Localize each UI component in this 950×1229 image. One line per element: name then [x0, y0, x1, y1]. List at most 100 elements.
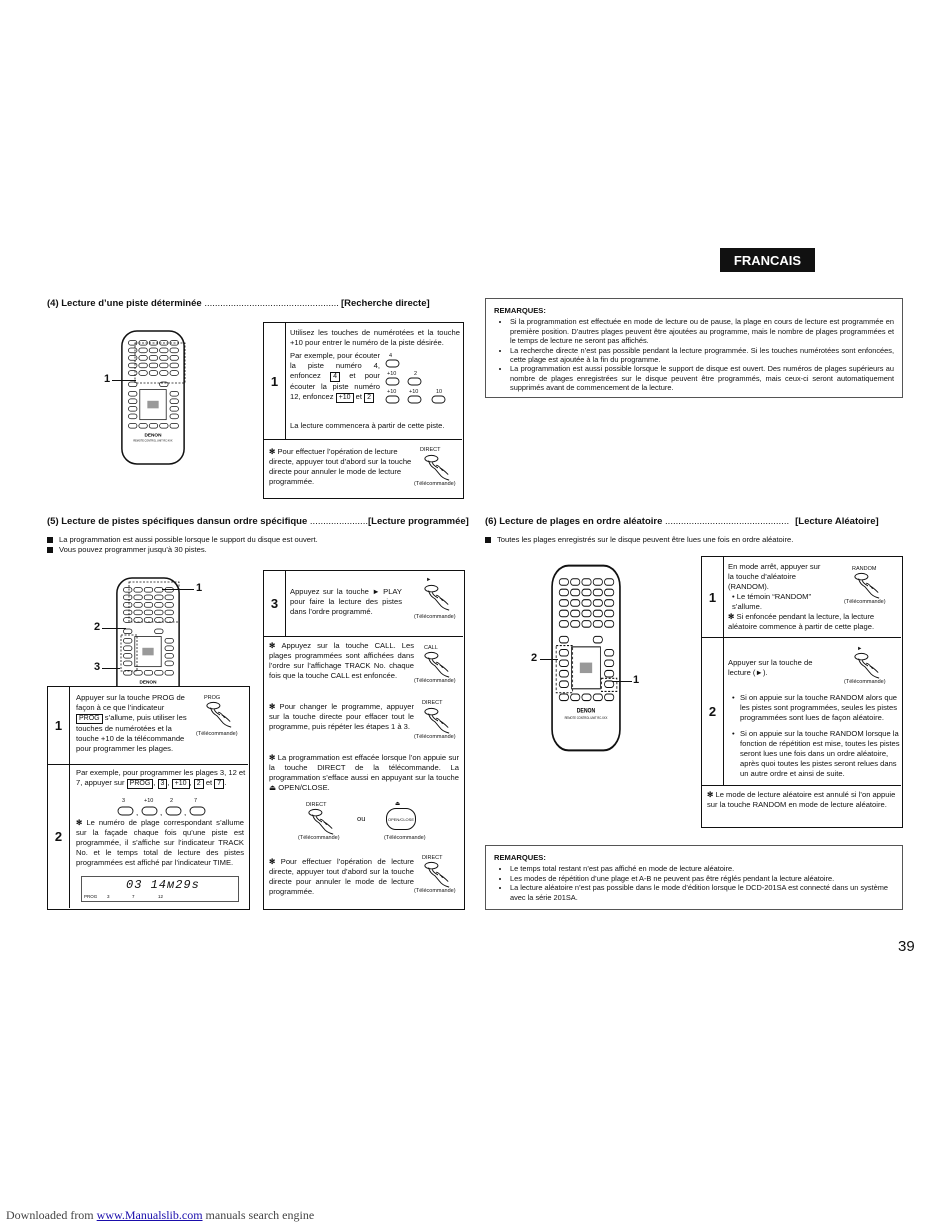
prog-indicator: PROG: [76, 714, 103, 724]
remote-control-illustration-5: [112, 572, 192, 686]
change-note: ✻ Pour changer le programme, appuyer sur…: [269, 702, 414, 731]
eject-icon: ⏏: [395, 801, 401, 807]
footer-prefix: Downloaded from: [6, 1208, 97, 1222]
label-10: 10: [436, 389, 443, 395]
section-4-step-number: 1: [264, 323, 286, 439]
section-6-step-1-bullet: • Le témoin “RANDOM” s’allume.: [732, 592, 812, 611]
lcd-display: 03 14м29s PROG 3 7 12: [81, 876, 239, 902]
telecommande-label-5-1: (Télécommande): [196, 731, 238, 737]
section-4-note: ✻ Pour effectuer l’opération de lecture …: [269, 447, 412, 486]
hand-press-icon: [204, 701, 234, 729]
erase-note: ✻ La programmation est effacée lorsque l…: [269, 753, 459, 792]
display-12: 12: [158, 894, 164, 899]
key-sequence-illustration: , , ,: [117, 806, 206, 817]
seq-label-3: 3: [122, 798, 126, 804]
section-5-bullets: La programmation est aussi possible lors…: [47, 535, 447, 555]
hand-press-icon: [852, 572, 882, 600]
section-5-callout-3: 3: [94, 661, 101, 673]
section-6-step-1-note: ✻ Si enfoncée pendant la lecture, la lec…: [728, 612, 875, 631]
seq-label-7: 7: [194, 798, 198, 804]
section-4-p2a: Par exemple, pour écouter la piste numér…: [290, 351, 380, 380]
svg-text:,: ,: [160, 808, 162, 817]
key-plus10: +10: [171, 779, 190, 789]
svg-text:,: ,: [136, 808, 138, 817]
section-6-step-2-bullet-1: •Si on appuie sur la touche RANDOM alors…: [732, 693, 898, 722]
telecommande-label-change: (Télécommande): [414, 734, 456, 740]
step-6-2-bullet-2-text: Si on appuie sur la touche RANDOM lorsqu…: [740, 729, 900, 778]
section-6-title-dots: ........................................…: [662, 516, 790, 527]
remark-top-1: Si la programmation est effectuée en mod…: [510, 317, 894, 345]
step-2-note-text: Le numéro de plage correspondant s’allum…: [76, 818, 244, 867]
step-1-text-a: Appuyer sur la touche PROG de façon à ce…: [76, 693, 185, 712]
section-6-note: ✻ Le mode de lecture aléatoire est annul…: [707, 790, 896, 809]
footer-link[interactable]: www.Manualslib.com: [96, 1208, 203, 1222]
label-plus10-b: +10: [387, 389, 397, 395]
section-4-p2b: et pour écouter la piste numéro 12, enfo…: [290, 371, 380, 401]
call-note: ✻ Appuyez sur la touche CALL. Les plages…: [269, 641, 414, 680]
section-6-step-2-text: Appuyer sur la touche de lecture (►).: [728, 658, 813, 677]
section-6-bullets: Toutes les plages enregistrés sur le dis…: [485, 535, 895, 545]
section-5-callout-1: 1: [196, 582, 203, 594]
step-6-2-bullet-1-text: Si on appuie sur la touche RANDOM alors …: [740, 693, 898, 722]
section-6-tag: [Lecture Aléatoire]: [795, 516, 879, 527]
section-4-title-text: (4) Lecture d’une piste déterminée: [47, 298, 202, 309]
step-6-1-note-text: Si enfoncée pendant la lecture, la lectu…: [728, 612, 875, 631]
step-2-text-a: Par exemple, pour programmer les plages …: [76, 768, 246, 787]
callout-leader-4: [112, 380, 136, 381]
hand-press-icon: [852, 652, 882, 680]
play-label: ►: [426, 577, 432, 583]
section-4-p3: La lecture commencera à partir de cette …: [290, 421, 445, 430]
svg-text:,: ,: [184, 808, 186, 817]
direct-note-text: Pour effectuer l’opération de lecture di…: [269, 857, 414, 896]
remark-bottom-1: Le temps total restant n’est pas affiché…: [510, 864, 894, 873]
section-6-step-2-bullet-2: •Si on appuie sur la touche RANDOM lorsq…: [732, 729, 900, 778]
prog-label: PROG: [204, 695, 221, 701]
section-4-note-text: Pour effectuer l’opération de lecture di…: [269, 447, 412, 486]
section-6-note-text: Le mode de lecture aléatoire est annulé …: [707, 790, 896, 809]
section-5-step-3-text: Appuyez sur la touche ► PLAY pour faire …: [290, 587, 402, 616]
telecommande-label-4: (Télécommande): [414, 481, 456, 487]
section-6-title: (6) Lecture de plages en ordre aléatoire…: [485, 516, 879, 527]
footer-suffix: manuals search engine: [202, 1208, 315, 1222]
section-6-callout-1: 1: [633, 674, 640, 686]
telecommande-label-direct-5: (Télécommande): [414, 888, 456, 894]
section-4-p2: Par exemple, pour écouter la piste numér…: [290, 351, 380, 403]
section-5-title-text: (5) Lecture de pistes spécifiques dansun…: [47, 516, 308, 527]
hand-press-icon: [422, 651, 452, 679]
telecommande-label-call: (Télécommande): [414, 678, 456, 684]
callout-leader-6-2: [540, 659, 558, 660]
call-note-text: Appuyez sur la touche CALL. Les plages p…: [269, 641, 414, 680]
remarks-bottom: REMARQUES: Le temps total restant n’est …: [485, 845, 903, 910]
number-keys-illustration: [385, 359, 446, 404]
display-7: 7: [132, 894, 135, 899]
telecommande-label-5-3: (Télécommande): [414, 614, 456, 620]
remarks-top-heading: REMARQUES:: [494, 306, 546, 315]
callout-leader-5-1: [162, 589, 194, 590]
label-plus10-c: +10: [409, 389, 419, 395]
section-5-title-dots: ......................: [307, 516, 368, 527]
section-6-steps-box: 1 En mode arrêt, appuyer sur la touche d…: [701, 556, 903, 828]
key-7: 7: [214, 779, 225, 789]
callout-leader-5-3: [102, 668, 120, 669]
remark-top-3: La programmation est aussi possible lors…: [510, 364, 894, 392]
section-6-bullet-1: Toutes les plages enregistrés sur le dis…: [485, 535, 895, 545]
open-close-button: OPEN/CLOSE: [386, 808, 416, 830]
call-label: CALL: [424, 645, 438, 651]
section-4-p2c: et: [355, 392, 362, 401]
section-5-step-2-text: Par exemple, pour programmer les plages …: [76, 768, 246, 789]
section-5-steps-box-left: 1 Appuyer sur la touche PROG de façon à …: [47, 686, 250, 910]
section-5-title: (5) Lecture de pistes spécifiques dansun…: [47, 516, 469, 527]
section-5-step-1-text: Appuyer sur la touche PROG de façon à ce…: [76, 693, 188, 754]
section-5-step-3-number: 3: [264, 571, 286, 636]
random-label: RANDOM: [852, 566, 877, 572]
telecommande-label-6-1: (Télécommande): [844, 599, 886, 605]
seq-label-2: 2: [170, 798, 174, 804]
section-5-step-2-number: 2: [48, 764, 70, 908]
change-note-text: Pour changer le programme, appuyer sur l…: [269, 702, 414, 731]
key-4: 4: [330, 372, 340, 382]
footer: Downloaded from www.Manualslib.com manua…: [6, 1208, 314, 1223]
key-plus10: +10: [335, 393, 354, 403]
remarks-bottom-heading: REMARQUES:: [494, 853, 546, 862]
key-2: 2: [364, 393, 374, 403]
erase-note-text: La programmation est effacée lorsque l’o…: [269, 753, 459, 792]
